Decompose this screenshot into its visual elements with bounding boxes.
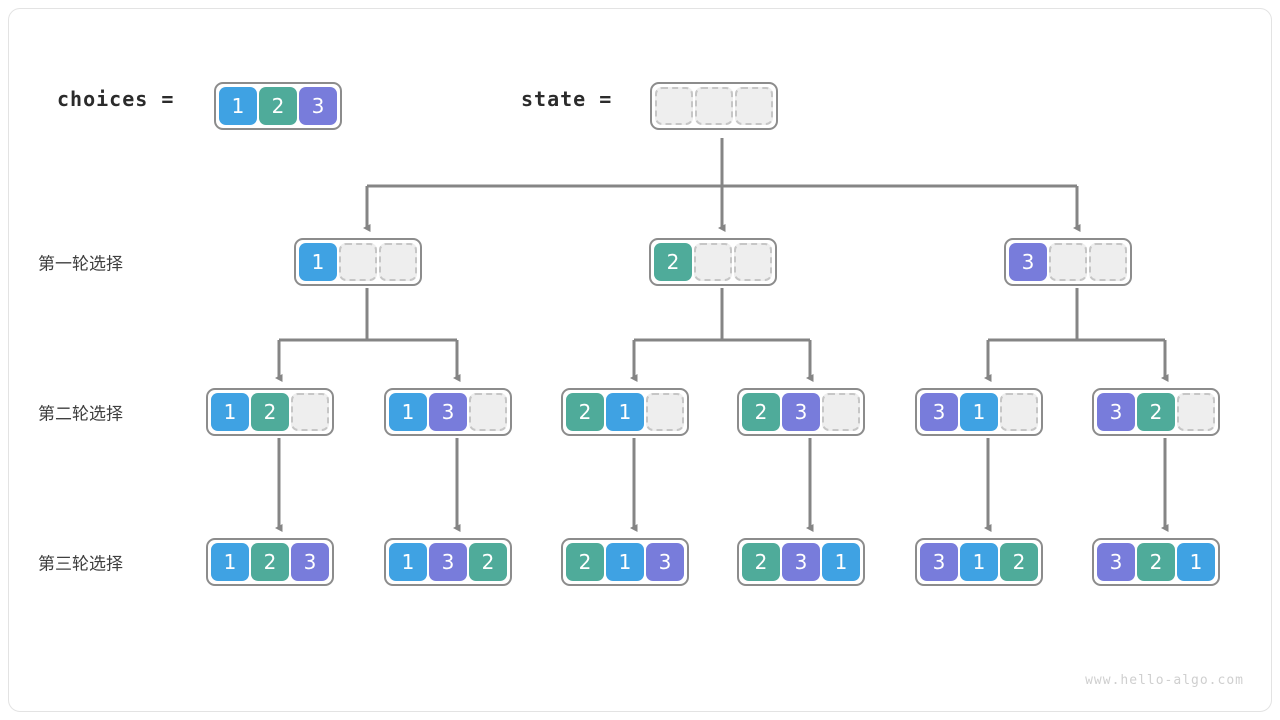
- choices-cell-1: 2: [259, 87, 297, 125]
- r1a3-cell-1: [1049, 243, 1087, 281]
- r3a2-cell-0: 1: [389, 543, 427, 581]
- r2a4-cell-0: 2: [742, 393, 780, 431]
- round-1-state-array-3: 3: [1004, 238, 1132, 286]
- r3a4-cell-1: 3: [782, 543, 820, 581]
- r1a2-cell-2: [734, 243, 772, 281]
- state-array: [650, 82, 778, 130]
- r2a3-cell-1: 1: [606, 393, 644, 431]
- row-label-1: 第一轮选择: [38, 254, 123, 275]
- r3a1-cell-1: 2: [251, 543, 289, 581]
- state-cell-2: [735, 87, 773, 125]
- round-1-state-array-2: 2: [649, 238, 777, 286]
- r3a5-cell-2: 2: [1000, 543, 1038, 581]
- r2a1-cell-2: [291, 393, 329, 431]
- r2a3-cell-0: 2: [566, 393, 604, 431]
- r1a3-cell-0: 3: [1009, 243, 1047, 281]
- state-label: state =: [521, 87, 613, 111]
- r2a4-cell-1: 3: [782, 393, 820, 431]
- r2a6-cell-0: 3: [1097, 393, 1135, 431]
- r2a2-cell-2: [469, 393, 507, 431]
- r1a1-cell-1: [339, 243, 377, 281]
- r3a3-cell-2: 3: [646, 543, 684, 581]
- r3a6-cell-1: 2: [1137, 543, 1175, 581]
- state-cell-1: [695, 87, 733, 125]
- r3a6-cell-2: 1: [1177, 543, 1215, 581]
- row-label-3: 第三轮选择: [38, 554, 123, 575]
- watermark: www.hello-algo.com: [1085, 673, 1244, 688]
- r2a6-cell-1: 2: [1137, 393, 1175, 431]
- r3a3-cell-1: 1: [606, 543, 644, 581]
- r2a5-cell-1: 1: [960, 393, 998, 431]
- r2a1-cell-1: 2: [251, 393, 289, 431]
- r1a3-cell-2: [1089, 243, 1127, 281]
- round-1-state-array-1: 1: [294, 238, 422, 286]
- r2a6-cell-2: [1177, 393, 1215, 431]
- r1a1-cell-0: 1: [299, 243, 337, 281]
- r2a1-cell-0: 1: [211, 393, 249, 431]
- r3a6-cell-0: 3: [1097, 543, 1135, 581]
- r2a2-cell-1: 3: [429, 393, 467, 431]
- r3a1-cell-2: 3: [291, 543, 329, 581]
- r3a4-cell-0: 2: [742, 543, 780, 581]
- r1a2-cell-0: 2: [654, 243, 692, 281]
- r2a5-cell-0: 3: [920, 393, 958, 431]
- r3a2-cell-2: 2: [469, 543, 507, 581]
- r1a2-cell-1: [694, 243, 732, 281]
- choices-cell-0: 1: [219, 87, 257, 125]
- r3a5-cell-0: 3: [920, 543, 958, 581]
- r1a1-cell-2: [379, 243, 417, 281]
- row-label-2: 第二轮选择: [38, 404, 123, 425]
- r2a3-cell-2: [646, 393, 684, 431]
- state-cell-0: [655, 87, 693, 125]
- diagram-frame: [8, 8, 1272, 712]
- r3a4-cell-2: 1: [822, 543, 860, 581]
- r3a5-cell-1: 1: [960, 543, 998, 581]
- choices-cell-2: 3: [299, 87, 337, 125]
- r2a2-cell-0: 1: [389, 393, 427, 431]
- r3a1-cell-0: 1: [211, 543, 249, 581]
- r2a5-cell-2: [1000, 393, 1038, 431]
- choices-label: choices =: [57, 87, 175, 111]
- r3a2-cell-1: 3: [429, 543, 467, 581]
- r2a4-cell-2: [822, 393, 860, 431]
- r3a3-cell-0: 2: [566, 543, 604, 581]
